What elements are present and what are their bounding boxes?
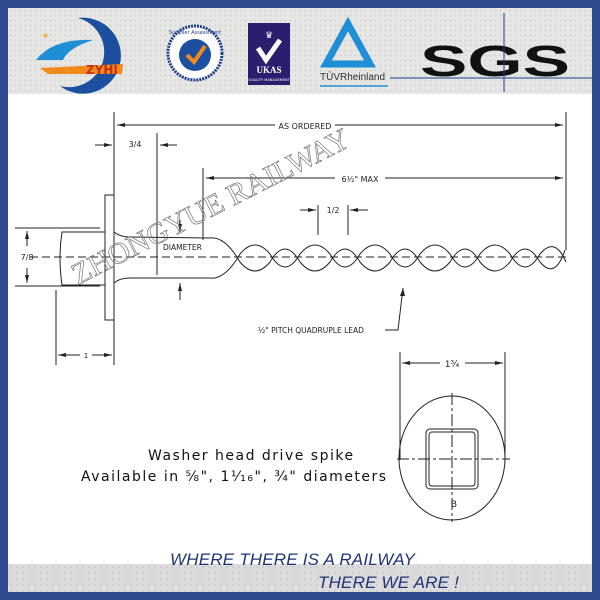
spike-technical-drawing: AS ORDERED 3/4 6½" MAX 1/2 7/8 DIAMETER … bbox=[15, 112, 567, 522]
svg-text:QUALITY MANAGEMENT: QUALITY MANAGEMENT bbox=[248, 78, 290, 82]
dim-as-ordered: AS ORDERED bbox=[279, 122, 332, 131]
svg-text:SGS: SGS bbox=[420, 37, 570, 86]
end-label: B bbox=[451, 500, 457, 510]
svg-text:UKAS: UKAS bbox=[256, 65, 281, 75]
company-logo: ZYHI ★ bbox=[36, 17, 123, 94]
svg-text:★: ★ bbox=[42, 31, 49, 40]
dim-end-view: 1¾ bbox=[445, 360, 460, 370]
slogan-bar: WHERE THERE IS A RAILWAY THERE WE ARE ! bbox=[8, 550, 592, 592]
product-image-frame: ZYHI ★ Supplier Assessment ♛ UKAS QUALIT… bbox=[8, 8, 592, 592]
dim-three-quarter: 3/4 bbox=[129, 140, 142, 149]
slogan-line-1: WHERE THERE IS A RAILWAY bbox=[170, 550, 416, 569]
dim-seven-eighths: 7/8 bbox=[21, 253, 34, 262]
sgs-logo: SGS bbox=[420, 13, 570, 92]
logos-svg: ZYHI ★ Supplier Assessment ♛ UKAS QUALIT… bbox=[36, 13, 592, 94]
supplier-assessment-badge: Supplier Assessment bbox=[166, 24, 224, 82]
dim-one: 1 bbox=[84, 352, 88, 360]
dim-half: 1/2 bbox=[327, 206, 340, 215]
certification-logo-bar: ZYHI ★ Supplier Assessment ♛ UKAS QUALIT… bbox=[8, 8, 592, 94]
svg-text:TÜVRheinland: TÜVRheinland bbox=[320, 71, 385, 83]
diameter-label: DIAMETER bbox=[163, 243, 202, 252]
watermark: ZHONGYUE RAILWAY bbox=[66, 122, 355, 291]
caption-title: Washer head drive spike bbox=[148, 448, 355, 464]
tuv-rheinland-logo: TÜVRheinland bbox=[320, 16, 592, 87]
dim-max: 6½" MAX bbox=[342, 175, 379, 184]
pitch-note: ½" PITCH QUADRUPLE LEAD bbox=[258, 326, 364, 335]
svg-text:Supplier Assessment: Supplier Assessment bbox=[169, 30, 221, 36]
caption-diameters: Available in ⅝", 1⅟₁₆", ¾" diameters bbox=[81, 469, 388, 485]
slogan-line-2: THERE WE ARE ! bbox=[318, 573, 460, 592]
company-logo-text: ZYHI bbox=[86, 63, 118, 77]
ukas-logo: ♛ UKAS QUALITY MANAGEMENT bbox=[248, 23, 291, 85]
svg-text:♛: ♛ bbox=[265, 31, 273, 41]
